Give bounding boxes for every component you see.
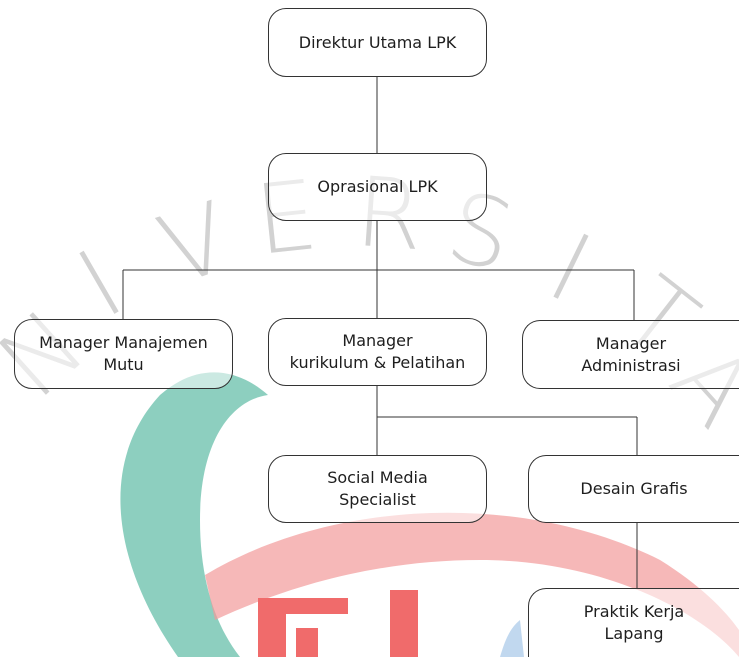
node-desain-grafis: Desain Grafis bbox=[528, 455, 739, 523]
watermark-red-arc bbox=[205, 512, 739, 657]
node-praktik-kerja-lapang: Praktik Kerja Lapang bbox=[528, 588, 739, 657]
node-label-line2: Specialist bbox=[339, 490, 416, 509]
node-label-line2: kurikulum & Pelatihan bbox=[289, 353, 466, 372]
node-label-line1: Praktik Kerja bbox=[583, 602, 685, 621]
node-operasional: Oprasional LPK bbox=[268, 153, 487, 221]
node-label-line2: Administrasi bbox=[581, 355, 681, 375]
node-label-line1: Manager bbox=[342, 331, 413, 350]
watermark-green-arc bbox=[120, 372, 268, 657]
node-direktur-utama: Direktur Utama LPK bbox=[268, 8, 487, 77]
node-label-line1: Social Media bbox=[327, 468, 428, 487]
node-label-line2: Lapang bbox=[604, 624, 664, 643]
node-social-media-specialist: Social Media Specialist bbox=[268, 455, 487, 523]
watermark-blue-mark bbox=[500, 620, 524, 657]
node-label-line1: Manager Manajemen bbox=[39, 333, 208, 352]
node-label: Direktur Utama LPK bbox=[298, 32, 457, 52]
node-label-line2: Mutu bbox=[103, 355, 144, 374]
watermark-logo bbox=[258, 590, 418, 657]
node-manager-kurikulum: Manager kurikulum & Pelatihan bbox=[268, 318, 487, 386]
node-label: Desain Grafis bbox=[580, 479, 688, 498]
node-manager-administrasi: Manager Administrasi bbox=[522, 320, 739, 389]
node-label-line1: Manager bbox=[595, 333, 667, 353]
node-label: Oprasional LPK bbox=[317, 177, 438, 196]
node-manager-manajemen-mutu: Manager Manajemen Mutu bbox=[14, 319, 233, 389]
